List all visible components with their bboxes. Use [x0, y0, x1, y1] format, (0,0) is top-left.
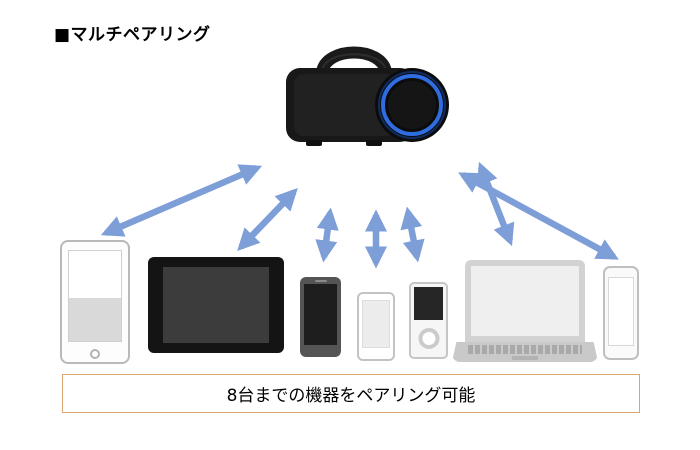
bluetooth-speaker-icon	[286, 46, 449, 146]
tablet-white-icon	[60, 240, 130, 364]
pairing-arrow-smartphone-light	[458, 172, 619, 260]
speaker-led-outer	[378, 71, 446, 139]
laptop-icon	[452, 260, 598, 362]
audio-player-screen	[414, 287, 443, 320]
speaker-foot-right	[366, 140, 382, 146]
smartphone-white-screen	[362, 300, 390, 348]
tablet-black-screen	[163, 267, 269, 343]
tablet-black-icon	[148, 257, 284, 353]
speaker-foot-left	[306, 140, 322, 146]
tablet-white-home-button	[90, 349, 100, 359]
speaker-led-ring	[381, 74, 443, 136]
speaker-handle-highlight	[321, 53, 387, 71]
smartphone-dark-earpiece	[314, 280, 327, 282]
pairing-arrow-laptop	[476, 161, 515, 247]
pairing-arrow-tablet-white	[100, 164, 263, 237]
smartphone-white-icon	[357, 292, 395, 361]
laptop-screen	[471, 266, 579, 336]
laptop-screen-frame	[465, 260, 585, 342]
section-title: ■マルチペアリング	[54, 25, 211, 45]
speaker-cone	[388, 81, 436, 129]
smartphone-light-screen	[608, 277, 634, 346]
caption-text: 8台までの機器をペアリング可能	[226, 386, 476, 406]
smartphone-dark-icon	[300, 277, 341, 357]
pairing-arrow-audio-player	[400, 206, 425, 263]
portable-audio-player-icon	[409, 282, 448, 359]
speaker-grille	[294, 74, 396, 136]
laptop-trackpad	[512, 356, 538, 360]
audio-player-control-wheel	[418, 328, 439, 349]
caption-box: 8台までの機器をペアリング可能	[62, 374, 640, 413]
pairing-arrow-tablet-black	[237, 188, 298, 251]
laptop-keyboard	[468, 345, 582, 354]
smartphone-light-icon	[603, 266, 639, 360]
pairing-arrow-smartphone-dark	[315, 207, 339, 263]
tablet-white-screen	[68, 250, 122, 342]
smartphone-dark-screen	[304, 284, 337, 345]
laptop-base	[452, 342, 598, 362]
